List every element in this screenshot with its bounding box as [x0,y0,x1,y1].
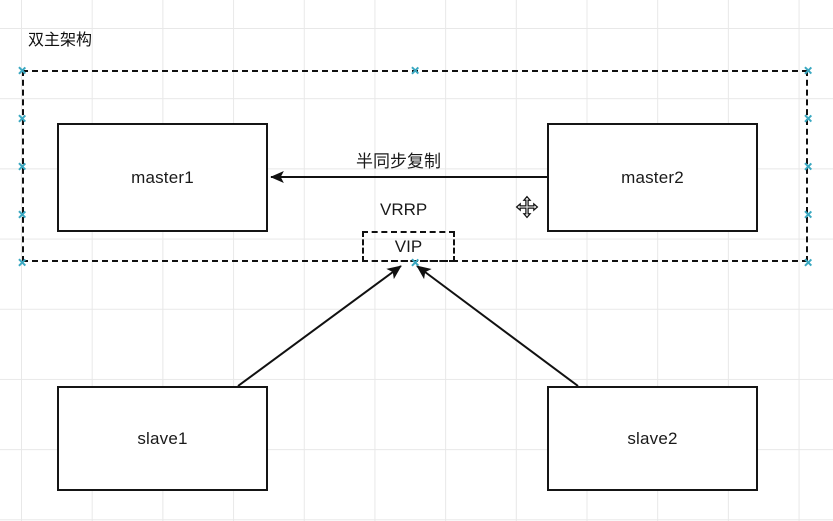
move-cursor-icon [515,195,539,219]
selection-handle-sw[interactable] [18,258,27,267]
label-vrrp[interactable]: VRRP [380,200,428,219]
node-slave1[interactable]: slave1 [57,386,268,491]
selection-handle-s[interactable] [411,258,420,267]
node-vip[interactable]: VIP [362,231,455,262]
node-vip-label: VIP [394,236,423,256]
edge-slave1-to-vip [237,265,402,387]
node-slave1-label: slave1 [137,428,188,448]
edge-label-replication[interactable]: 半同步复制 [356,152,441,172]
selection-handle-n[interactable] [411,66,420,75]
selection-handle-nw[interactable] [18,66,27,75]
selection-handle-e3[interactable] [804,210,813,219]
node-slave2-label: slave2 [627,428,678,448]
selection-handle-se[interactable] [804,258,813,267]
selection-handle-w1[interactable] [18,114,27,123]
selection-handle-w2[interactable] [18,162,27,171]
edge-slave2-to-vip [416,265,579,387]
selection-handle-e2[interactable] [804,162,813,171]
node-master2-label: master2 [621,167,684,187]
selection-handle-ne[interactable] [804,66,813,75]
node-slave2[interactable]: slave2 [547,386,758,491]
node-master2[interactable]: master2 [547,123,758,232]
selection-handle-e1[interactable] [804,114,813,123]
node-master1-label: master1 [131,167,194,187]
node-master1[interactable]: master1 [57,123,268,232]
diagram-title[interactable]: 双主架构 [28,30,93,49]
selection-handle-w3[interactable] [18,210,27,219]
